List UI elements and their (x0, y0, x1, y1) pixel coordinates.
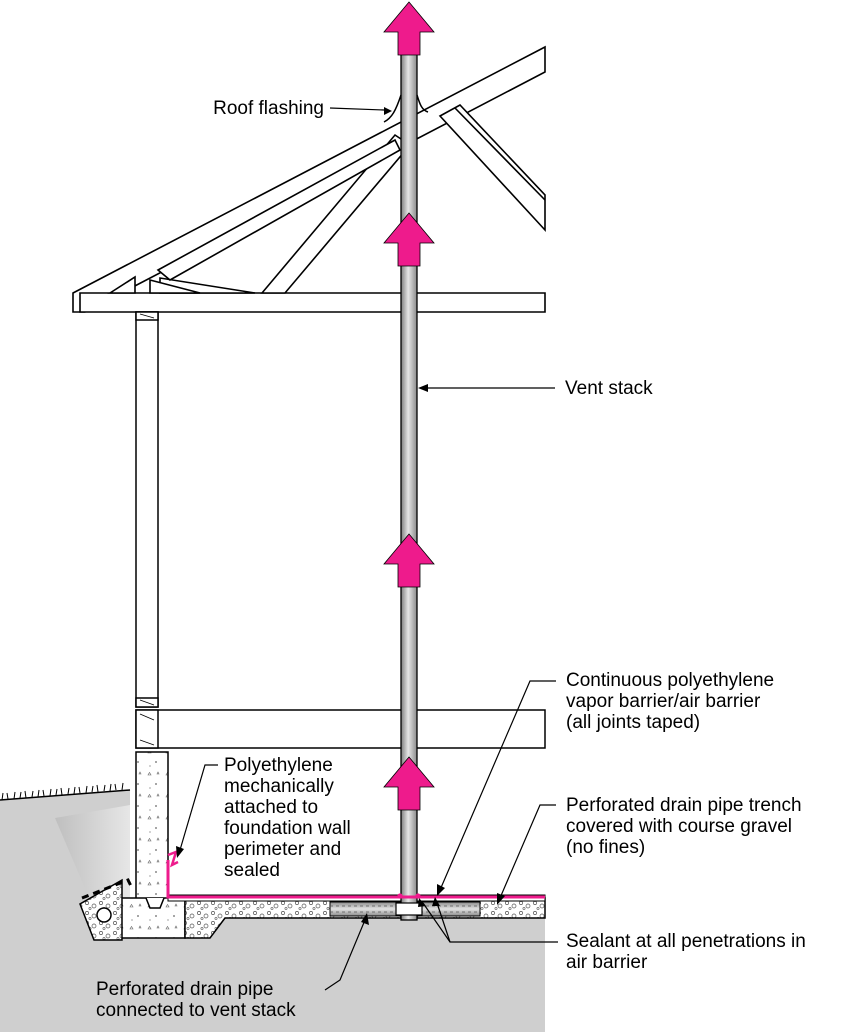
label-polyethylene-line-2: mechanically (224, 776, 334, 797)
label-roof-flashing: Roof flashing (150, 98, 324, 119)
label-drain-trench: Perforated drain pipe trench covered wit… (566, 795, 802, 858)
label-drain-trench-line-2: covered with course gravel (566, 816, 792, 837)
label-polyethylene-line-3: attached to (224, 797, 319, 818)
label-sealant: Sealant at all penetrations in air barri… (566, 931, 806, 973)
label-drain-pipe: Perforated drain pipe connected to vent … (96, 979, 296, 1021)
label-vapor-barrier-line-3: (all joints taped) (566, 712, 701, 733)
leader-vapor-barrier (439, 680, 556, 891)
label-vapor-barrier-line-1: Continuous polyethylene (566, 670, 775, 691)
label-vent-stack-text: Vent stack (565, 378, 653, 399)
label-drain-trench-line-3: (no fines) (566, 837, 646, 858)
leader-drain-pipe (324, 919, 366, 991)
label-drain-pipe-line-2: connected to vent stack (96, 1000, 296, 1021)
roof-truss (72, 45, 546, 313)
label-vapor-barrier-line-2: vapor barrier/air barrier (566, 691, 761, 712)
airflow-arrows (383, 1, 435, 811)
label-roof-flashing-text: Roof flashing (213, 98, 324, 119)
label-sealant-line-1: Sealant at all penetrations in (566, 931, 806, 952)
label-polyethylene-line-5: perimeter and (224, 839, 342, 860)
air-barrier (166, 849, 545, 899)
label-polyethylene-line-4: foundation wall (224, 818, 351, 839)
label-drain-pipe-line-1: Perforated drain pipe (96, 979, 274, 1000)
leader-roof-flashing (329, 107, 385, 111)
wall-stud (135, 311, 159, 708)
airflow-arrow-2 (383, 212, 435, 267)
exterior-drain (79, 878, 134, 941)
label-polyethylene-line-1: Polyethylene (224, 755, 333, 776)
label-vapor-barrier: Continuous polyethylene vapor barrier/ai… (566, 670, 774, 733)
foundation (119, 751, 186, 939)
leader-polyethylene (179, 764, 218, 851)
airflow-arrow-3 (383, 533, 435, 588)
label-polyethylene-attached: Polyethylene mechanically attached to fo… (224, 755, 351, 881)
floor-joist (135, 709, 546, 749)
label-sealant-line-2: air barrier (566, 952, 648, 973)
roof-flashing (383, 94, 429, 123)
leader-drain-trench (499, 804, 556, 899)
label-drain-trench-line-1: Perforated drain pipe trench (566, 795, 802, 816)
label-polyethylene-line-6: sealed (224, 860, 280, 881)
airflow-arrow-4 (383, 756, 435, 811)
ground (0, 782, 545, 1032)
leader-lines (176, 107, 558, 991)
label-vent-stack: Vent stack (565, 378, 653, 399)
airflow-arrow-1 (383, 1, 435, 56)
